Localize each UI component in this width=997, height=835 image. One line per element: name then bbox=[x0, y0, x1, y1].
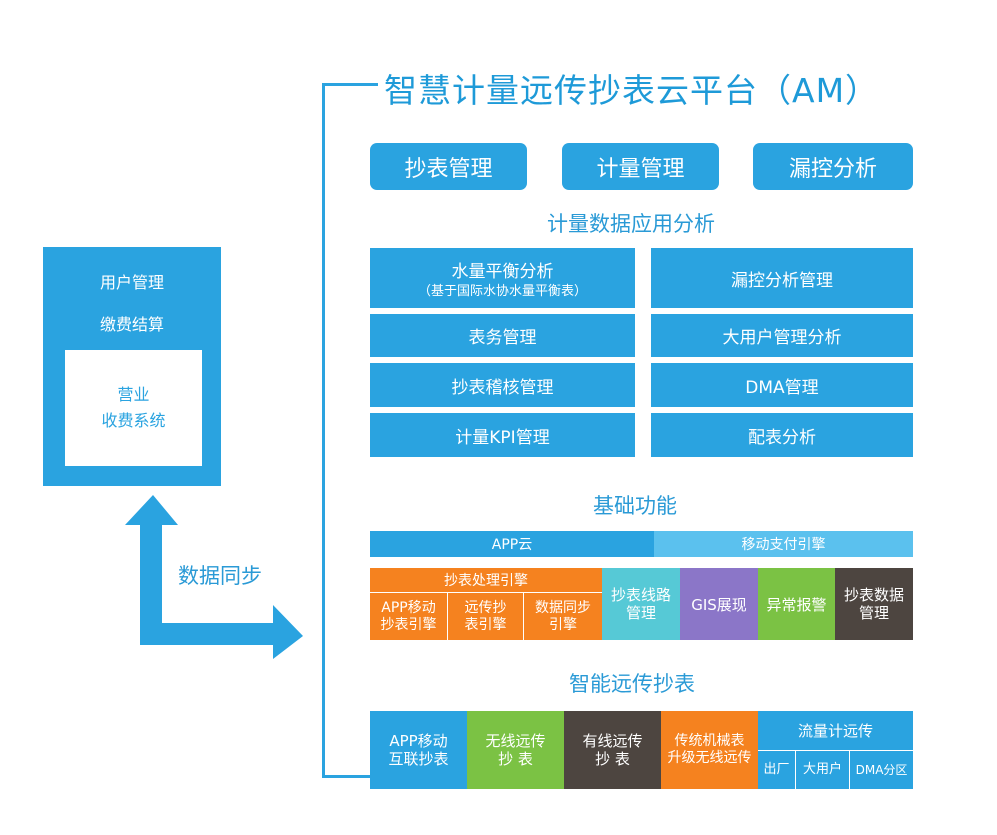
gis-display[interactable]: GIS展现 bbox=[680, 568, 758, 640]
smart-app-mobile[interactable]: APP移动 互联抄表 bbox=[370, 711, 467, 789]
business-system-panel: 用户管理 缴费结算 营业 收费系统 bbox=[43, 247, 221, 486]
analysis-title: 计量数据应用分析 bbox=[547, 212, 715, 236]
reading-data-management[interactable]: 抄表数据 管理 bbox=[835, 568, 913, 640]
data-sync-arrow bbox=[125, 495, 303, 659]
app-cloud-bar[interactable]: APP云 bbox=[370, 531, 654, 557]
flow-meter-header: 流量计远传 bbox=[758, 711, 913, 750]
module-meter-reading[interactable]: 抄表管理 bbox=[370, 143, 527, 190]
analysis-meter-matching[interactable]: 配表分析 bbox=[651, 413, 913, 457]
flow-dma[interactable]: DMA分区 bbox=[850, 750, 913, 789]
analysis-kpi[interactable]: 计量KPI管理 bbox=[370, 413, 635, 457]
page-title: 智慧计量远传抄表云平台（AM） bbox=[384, 71, 880, 110]
basic-title: 基础功能 bbox=[593, 494, 677, 518]
smart-wired[interactable]: 有线远传 抄 表 bbox=[564, 711, 661, 789]
business-payment-settlement[interactable]: 缴费结算 bbox=[99, 315, 164, 334]
business-billing-system[interactable]: 营业 收费系统 bbox=[65, 350, 202, 466]
bracket-top-line bbox=[322, 83, 378, 86]
engine-remote[interactable]: 远传抄 表引擎 bbox=[448, 592, 524, 640]
mobile-pay-bar[interactable]: 移动支付引擎 bbox=[654, 531, 913, 557]
analysis-reading-audit[interactable]: 抄表稽核管理 bbox=[370, 363, 635, 407]
water-balance-label: 水量平衡分析 bbox=[451, 261, 554, 282]
data-sync-label: 数据同步 bbox=[178, 564, 262, 588]
flow-large-user[interactable]: 大用户 bbox=[796, 750, 850, 789]
module-metering[interactable]: 计量管理 bbox=[562, 143, 719, 190]
analysis-leak-management[interactable]: 漏控分析管理 bbox=[651, 248, 913, 308]
engine-app-mobile[interactable]: APP移动 抄表引擎 bbox=[370, 592, 448, 640]
flow-factory[interactable]: 出厂 bbox=[758, 750, 796, 789]
bracket-vertical-line bbox=[322, 83, 325, 778]
analysis-meter-service[interactable]: 表务管理 bbox=[370, 314, 635, 357]
analysis-water-balance[interactable]: 水量平衡分析 （基于国际水协水量平衡表） bbox=[370, 248, 635, 308]
smart-mechanical-upgrade[interactable]: 传统机械表 升级无线远传 bbox=[661, 711, 758, 789]
analysis-dma[interactable]: DMA管理 bbox=[651, 363, 913, 407]
route-management[interactable]: 抄表线路 管理 bbox=[602, 568, 680, 640]
bracket-bottom-line bbox=[322, 775, 370, 778]
exception-alarm[interactable]: 异常报警 bbox=[758, 568, 835, 640]
business-user-management[interactable]: 用户管理 bbox=[99, 273, 164, 292]
smart-wireless[interactable]: 无线远传 抄 表 bbox=[467, 711, 564, 789]
engine-header: 抄表处理引擎 bbox=[370, 568, 602, 592]
engine-data-sync[interactable]: 数据同步 引擎 bbox=[524, 592, 602, 640]
water-balance-sub: （基于国际水协水量平衡表） bbox=[417, 283, 587, 299]
analysis-large-user[interactable]: 大用户管理分析 bbox=[651, 314, 913, 357]
module-leak-control[interactable]: 漏控分析 bbox=[753, 143, 913, 190]
smart-title: 智能远传抄表 bbox=[569, 672, 695, 696]
